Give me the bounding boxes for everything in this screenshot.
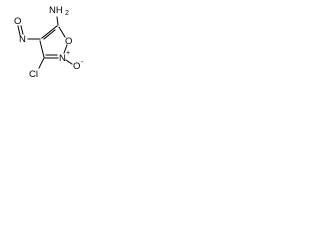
ring-nitrogen-label: N <box>59 53 66 64</box>
bond-nitroso-no <box>17 25 21 36</box>
bond-c5-nh2 <box>56 16 59 26</box>
nitroso-oxygen-label: O <box>14 16 21 27</box>
structure-diagram: NH 2 O N O N + O - Cl <box>0 0 91 84</box>
bond-c5-c4-double <box>43 29 56 40</box>
amine-subscript: 2 <box>65 10 69 17</box>
bond-nitroso-no-double <box>20 25 24 35</box>
n-oxide-oxygen-label: O <box>73 61 80 72</box>
nitroso-nitrogen-label: N <box>19 34 26 45</box>
ring-nitrogen-charge: + <box>66 50 70 57</box>
n-oxide-charge: - <box>81 59 84 66</box>
chlorine-label: Cl <box>29 69 38 80</box>
amine-label: NH <box>49 5 63 16</box>
bond-n2-o1 <box>63 44 68 54</box>
bond-c3-cl <box>38 57 45 69</box>
bond-o1-c5 <box>58 26 66 38</box>
bond-c4-c3 <box>39 40 45 58</box>
ring-oxygen-label: O <box>65 36 72 47</box>
bond-n2-oxide <box>65 59 73 65</box>
bond-c5-c4 <box>41 25 58 39</box>
molecule-structure: NH 2 O N O N + O - Cl <box>14 5 84 80</box>
